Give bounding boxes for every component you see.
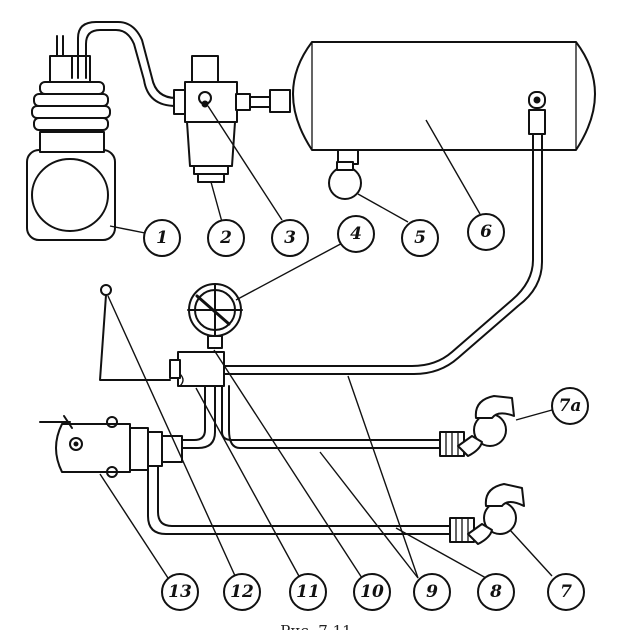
callout-label: 3 <box>284 228 296 248</box>
callout-label: 9 <box>426 582 438 602</box>
tank-outlet-fitting <box>528 91 546 135</box>
callout-label: 10 <box>360 582 384 602</box>
callout-label: 7 <box>560 582 572 602</box>
leader-lines <box>99 105 553 579</box>
valve-block <box>169 351 225 387</box>
callout-7: 7 <box>547 573 585 611</box>
callout-label: 2 <box>219 228 232 248</box>
callout-13: 13 <box>161 573 199 611</box>
callout-label: 8 <box>489 582 502 602</box>
pipe-compressor-to-separator <box>77 21 177 107</box>
moisture-separator <box>173 55 277 183</box>
callout-5: 5 <box>401 219 439 257</box>
lower-hose <box>147 465 451 535</box>
callout-4: 4 <box>337 215 375 253</box>
callout-label: 11 <box>296 582 320 602</box>
callout-3: 3 <box>271 219 309 257</box>
callout-label: 1 <box>156 228 168 248</box>
callout-label: 4 <box>350 224 362 244</box>
compressor <box>26 35 116 241</box>
callout-10: 10 <box>353 573 391 611</box>
callout-9: 9 <box>413 573 451 611</box>
callout-11: 11 <box>289 573 327 611</box>
callout-1: 1 <box>143 219 181 257</box>
figure-caption: Рис. 7.11 <box>280 622 351 630</box>
coupling-head-7a <box>439 395 515 457</box>
supply-line <box>217 133 543 375</box>
receiver-tank <box>269 41 596 165</box>
callout-6: 6 <box>467 213 505 251</box>
callout-label: 12 <box>230 582 254 602</box>
callout-12: 12 <box>223 573 261 611</box>
coupling-head-7 <box>449 483 525 545</box>
control-valve <box>39 415 183 478</box>
callout-7a: 7a <box>551 387 589 425</box>
drain-cock <box>328 161 362 200</box>
pressure-gauge <box>187 283 243 349</box>
callout-label: 13 <box>168 582 192 602</box>
callout-8: 8 <box>477 573 515 611</box>
callout-label: 7a <box>559 396 582 416</box>
callout-label: 6 <box>480 222 492 242</box>
callout-label: 5 <box>414 228 426 248</box>
callouts: 1 2 3 4 5 6 7a 7 <box>143 213 589 611</box>
callout-2: 2 <box>207 219 245 257</box>
branch-pipes <box>181 385 441 449</box>
drain-valve <box>198 91 212 108</box>
signal-wire <box>99 284 171 381</box>
